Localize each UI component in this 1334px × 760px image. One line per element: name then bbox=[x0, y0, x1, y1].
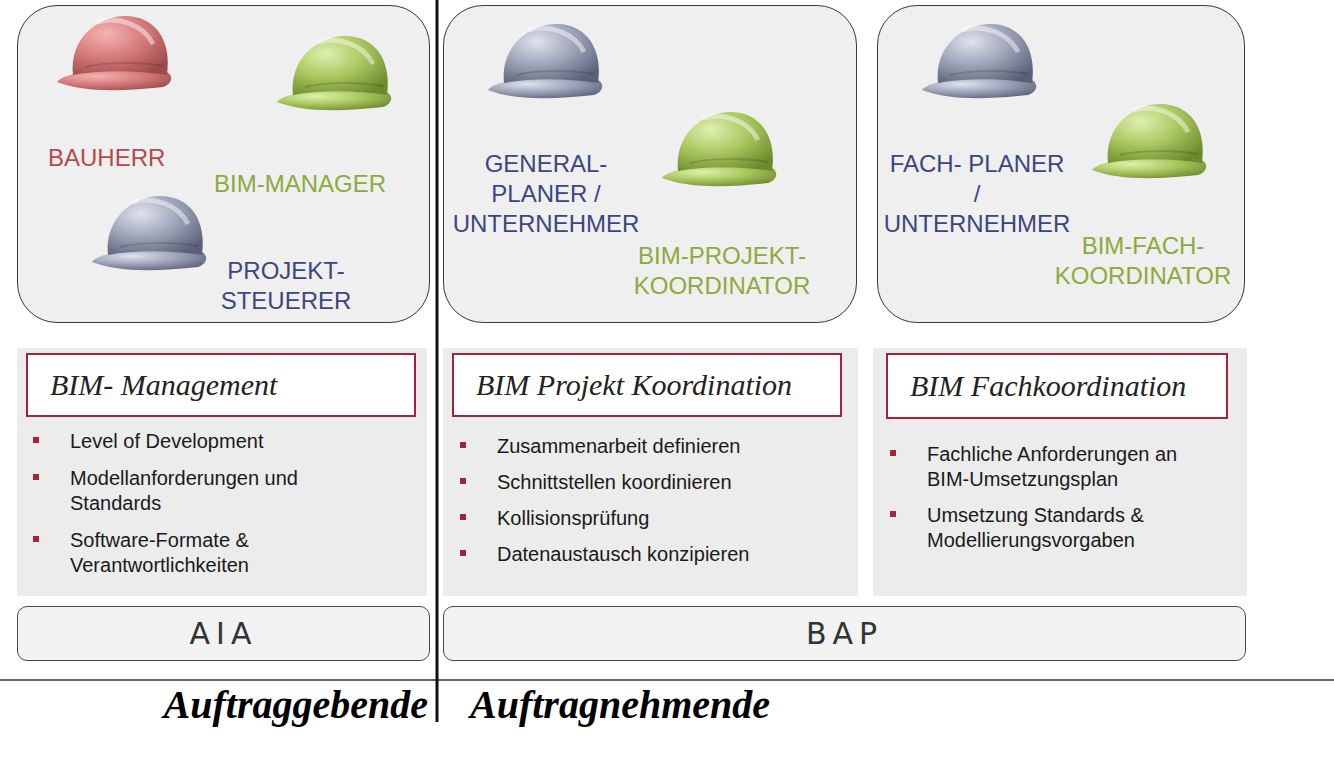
heading-text: BIM- Management bbox=[50, 368, 277, 402]
bullet-item: Kollisionsprüfung bbox=[497, 506, 837, 531]
role-panel: FACH- PLANER / UNTERNEHMERBIM-FACH- KOOR… bbox=[877, 5, 1245, 323]
bullet-item: Umsetzung Standards & Modellierungsvorga… bbox=[927, 503, 1212, 553]
helmet-icon bbox=[57, 16, 171, 90]
helmet-icon bbox=[662, 112, 776, 186]
bullet-list: Zusammenarbeit definierenSchnittstellen … bbox=[497, 434, 837, 578]
role-label: BAUHERR bbox=[48, 143, 165, 173]
role-label: BIM-MANAGER bbox=[214, 169, 386, 199]
heading-text: BIM Projekt Koordination bbox=[476, 368, 792, 402]
heading-box: BIM- Management bbox=[26, 353, 416, 417]
role-panel: GENERAL- PLANER / UNTERNEHMERBIM-PROJEKT… bbox=[443, 5, 857, 323]
role-panel: BAUHERR BIM-MANAGER PROJEKT- STEUERER bbox=[17, 5, 430, 323]
heading-box: BIM Projekt Koordination bbox=[452, 353, 842, 417]
task-panel: Fachliche Anforderungen an BIM-Umsetzung… bbox=[873, 348, 1247, 596]
helmet-icon bbox=[1092, 104, 1206, 178]
helmet-icon bbox=[92, 196, 206, 270]
panel-ground bbox=[17, 5, 430, 323]
party-label: Auftragnehmende bbox=[470, 681, 770, 729]
heading-box: BIM Fachkoordination bbox=[886, 353, 1228, 419]
helmet-icon bbox=[488, 24, 602, 98]
bullet-item: Schnittstellen koordinieren bbox=[497, 470, 837, 495]
bullet-item: Modellanforderungen und Standards bbox=[70, 466, 300, 516]
role-label: FACH- PLANER / UNTERNEHMER bbox=[883, 149, 1071, 239]
bullet-item: Fachliche Anforderungen an BIM-Umsetzung… bbox=[927, 442, 1212, 492]
role-label: GENERAL- PLANER / UNTERNEHMER bbox=[452, 149, 640, 239]
bullet-item: Level of Development bbox=[70, 429, 300, 454]
divider-line bbox=[0, 679, 1334, 681]
bullet-item: Datenaustausch konzipieren bbox=[497, 542, 837, 567]
role-label: PROJEKT- STEUERER bbox=[216, 256, 356, 316]
bullet-list: Fachliche Anforderungen an BIM-Umsetzung… bbox=[927, 442, 1212, 564]
panel-ground bbox=[877, 5, 1245, 323]
document-label: AIA bbox=[190, 616, 258, 651]
divider-line bbox=[436, 0, 439, 722]
role-label: BIM-FACH- KOORDINATOR bbox=[1048, 231, 1238, 291]
bullet-item: Software-Formate & Verantwortlichkeiten bbox=[70, 528, 300, 578]
panel-ground bbox=[443, 5, 857, 323]
document-box: AIA bbox=[17, 606, 430, 661]
heading-text: BIM Fachkoordination bbox=[910, 369, 1186, 403]
role-label: BIM-PROJEKT- KOORDINATOR bbox=[627, 241, 817, 301]
bullet-item: Zusammenarbeit definieren bbox=[497, 434, 837, 459]
bullet-list: Level of DevelopmentModellanforderungen … bbox=[70, 429, 300, 590]
helmet-icon bbox=[277, 36, 391, 110]
party-label: Auftraggebende bbox=[164, 681, 428, 729]
task-panel: Level of DevelopmentModellanforderungen … bbox=[17, 348, 427, 596]
document-label: BAP bbox=[806, 616, 883, 651]
helmet-icon bbox=[922, 24, 1036, 98]
document-box: BAP bbox=[443, 606, 1246, 661]
task-panel: Zusammenarbeit definierenSchnittstellen … bbox=[443, 348, 858, 596]
